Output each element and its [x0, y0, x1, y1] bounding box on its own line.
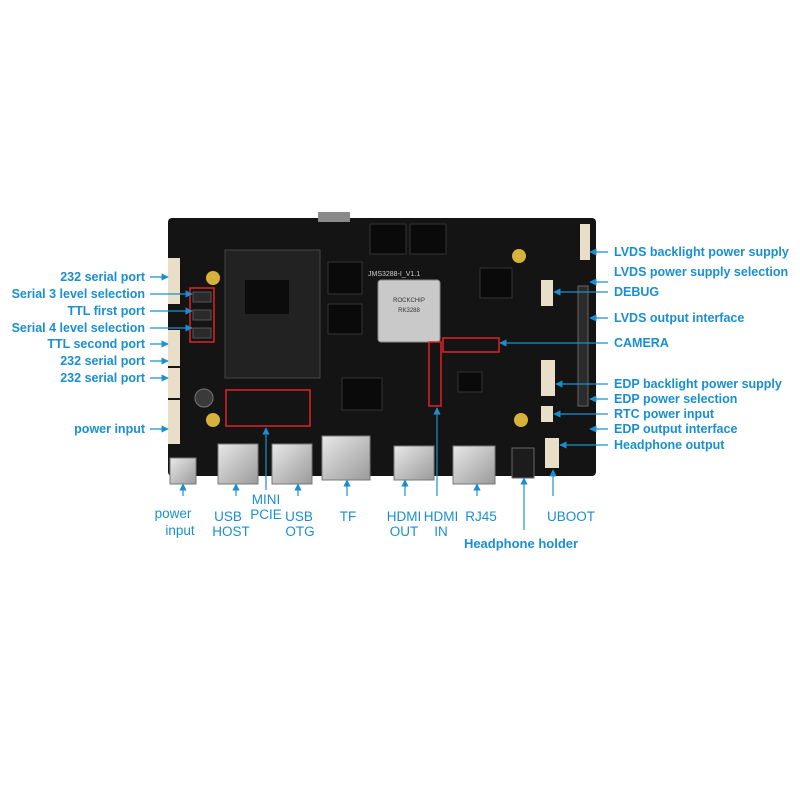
label-serial-4-level: Serial 4 level selection	[12, 321, 145, 335]
label-mini-pcie-2: PCIE	[250, 507, 282, 522]
mount-hole	[512, 249, 526, 263]
bottom-leader-lines	[179, 407, 557, 530]
mount-hole	[206, 271, 220, 285]
ic-chip	[479, 267, 513, 299]
capacitor	[194, 388, 214, 408]
ic-chip	[457, 371, 483, 393]
left-labels: 232 serial port Serial 3 level selection…	[12, 270, 146, 436]
label-usb-host-2: HOST	[212, 524, 250, 539]
label-headphone-output: Headphone output	[614, 438, 725, 452]
label-lvds-power-selection: LVDS power supply selection	[614, 265, 788, 279]
chip-model: RK3288	[398, 308, 420, 314]
label-usb-host-1: USB	[214, 509, 242, 524]
hdmi-out-port	[393, 445, 435, 481]
right-labels: LVDS backlight power supply LVDS power s…	[614, 245, 789, 452]
label-mini-pcie-1: MINI	[252, 492, 281, 507]
label-hdmi-out-2: OUT	[390, 524, 419, 539]
jumper-blocks	[192, 291, 212, 339]
label-ttl-first-port: TTL first port	[67, 304, 145, 318]
label-debug: DEBUG	[614, 285, 659, 299]
main-soc: ROCKCHIP RK3288	[377, 279, 441, 343]
label-power-input-bottom-1: power	[155, 506, 192, 521]
label-rj45: RJ45	[465, 509, 497, 524]
bottom-labels: power input USB HOST MINI PCIE USB OTG T…	[155, 492, 595, 551]
label-uboot: UBOOT	[547, 509, 595, 524]
label-232-serial-port-a: 232 serial port	[60, 270, 146, 284]
ic-chip	[341, 377, 383, 411]
label-serial-3-level: Serial 3 level selection	[12, 287, 145, 301]
label-tf: TF	[340, 509, 357, 524]
tf-slot	[321, 435, 371, 481]
label-headphone-holder: Headphone holder	[464, 536, 578, 551]
right-edge-connectors	[541, 224, 590, 468]
rj45-port	[452, 445, 496, 485]
label-edp-output: EDP output interface	[614, 422, 737, 436]
label-hdmi-in-1: HDMI	[424, 509, 459, 524]
mount-hole	[514, 413, 528, 427]
left-leader-lines	[150, 273, 193, 433]
label-lvds-output: LVDS output interface	[614, 311, 744, 325]
label-power-input-bottom-2: input	[165, 523, 195, 538]
label-232-serial-port-b: 232 serial port	[60, 354, 146, 368]
memory-chips	[327, 223, 447, 335]
label-hdmi-out-1: HDMI	[387, 509, 422, 524]
pcb-board: JMS3288-I_V1.1 ROCKCHIP RK3288	[168, 212, 596, 485]
bottom-ports	[169, 435, 535, 485]
headphone-jack	[511, 447, 535, 479]
board-silkscreen: JMS3288-I_V1.1	[368, 271, 420, 278]
label-lvds-backlight-power: LVDS backlight power supply	[614, 245, 789, 259]
left-edge-connectors	[168, 258, 180, 444]
mount-hole	[206, 413, 220, 427]
label-usb-otg-2: OTG	[285, 524, 314, 539]
label-hdmi-in-2: IN	[434, 524, 448, 539]
label-ttl-second-port: TTL second port	[47, 337, 146, 351]
label-usb-otg-1: USB	[285, 509, 313, 524]
label-rtc-power-input: RTC power input	[614, 407, 715, 421]
label-power-input-left: power input	[74, 422, 146, 436]
label-camera: CAMERA	[614, 336, 669, 350]
chip-brand: ROCKCHIP	[393, 298, 425, 304]
usb-host-port	[217, 443, 259, 485]
label-232-serial-port-c: 232 serial port	[60, 371, 146, 385]
label-edp-backlight-power: EDP backlight power supply	[614, 377, 782, 391]
right-leader-lines	[499, 248, 608, 449]
label-edp-power-selection: EDP power selection	[614, 392, 737, 406]
power-jack	[169, 457, 197, 485]
highlight-boxes	[189, 287, 500, 427]
usb-otg-port	[271, 443, 313, 485]
